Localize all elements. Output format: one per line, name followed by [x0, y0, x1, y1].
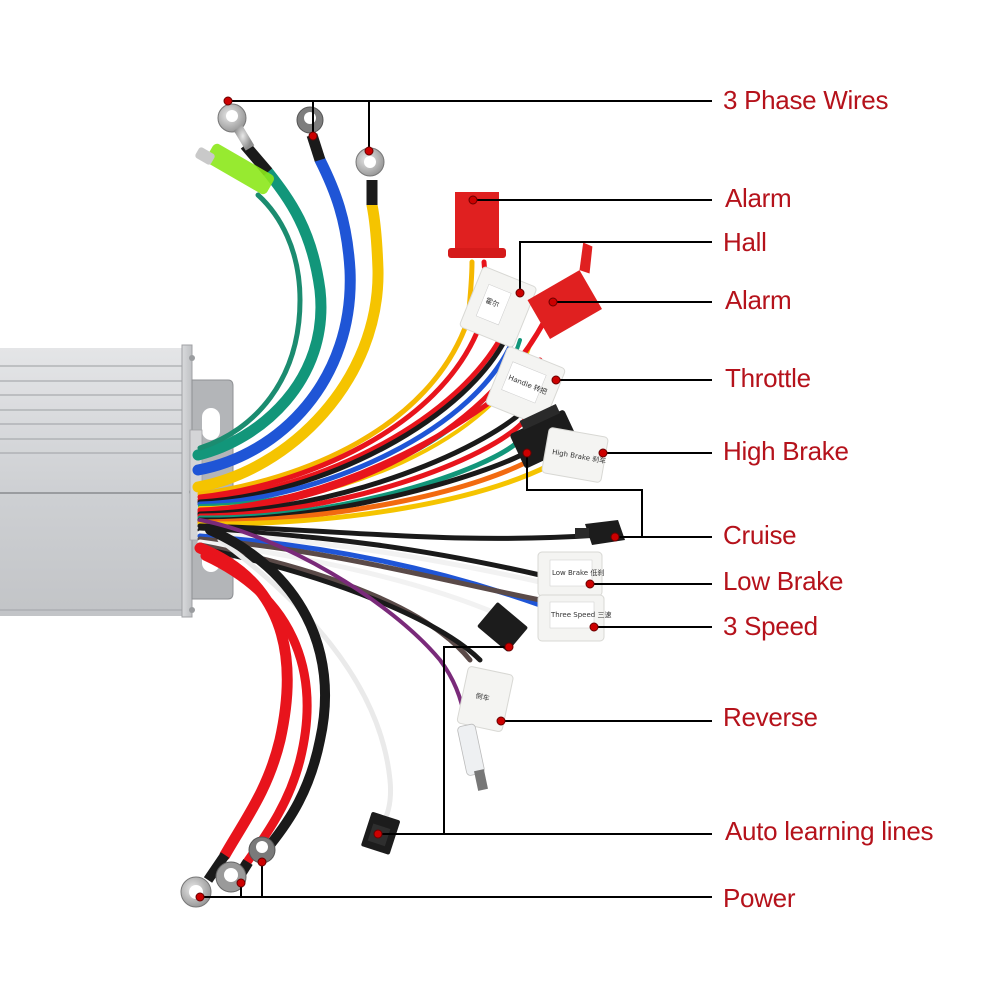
reverse-bullet-terminal [457, 723, 488, 791]
throttle-connector: Handle 转把 [485, 346, 566, 426]
marker-high-brake-black [522, 448, 532, 458]
green-bullet-connector [195, 143, 274, 195]
marker-hall [515, 288, 525, 298]
label-three-speed: 3 Speed [723, 611, 818, 641]
marker-low-brake [585, 579, 595, 589]
label-three-phase-wires: 3 Phase Wires [723, 85, 889, 115]
marker-dots [195, 96, 620, 902]
reverse-connector-tag: 倒车 [475, 691, 491, 703]
phase-wire-blue [192, 154, 356, 476]
three-speed-connector-tag: Three Speed 三速 [550, 611, 611, 619]
power-wire-red-2 [200, 551, 312, 870]
power-wire-black [205, 525, 331, 850]
label-alarm-2: Alarm [725, 285, 792, 315]
marker-three-speed [589, 622, 599, 632]
marker-power-3 [257, 857, 267, 867]
alarm-connector-red-2 [527, 242, 602, 340]
controller-body [0, 344, 234, 618]
marker-reverse [496, 716, 506, 726]
marker-high-brake-white [598, 448, 608, 458]
marker-cruise [610, 532, 620, 542]
phase-lug-green [217, 103, 273, 176]
phase-wire-yellow [192, 199, 384, 493]
label-reverse: Reverse [723, 702, 818, 732]
phase-wire-green-thin [197, 192, 303, 451]
low-brake-connector: Low Brake 低刹 [537, 551, 604, 597]
alarm-connector-red [448, 192, 506, 258]
label-power: Power [723, 883, 796, 913]
power-lug-2 [215, 859, 253, 893]
reverse-wire-purple [198, 518, 467, 722]
marker-throttle [551, 375, 561, 385]
marker-auto-learning-lower [373, 829, 383, 839]
label-auto-learning: Auto learning lines [725, 816, 934, 846]
marker-power-1 [195, 892, 205, 902]
heat-sink-fins [0, 365, 186, 611]
marker-alarm-2 [548, 297, 558, 307]
hall-connector: 霍尔 [459, 266, 537, 348]
leader-hall [519, 241, 712, 293]
marker-phase-1 [223, 96, 233, 106]
marker-alarm-1 [468, 195, 478, 205]
phase-wire-green [192, 166, 327, 461]
label-hall: Hall [723, 227, 767, 257]
leader-auto-learning [378, 646, 712, 835]
label-cruise: Cruise [723, 520, 797, 550]
marker-power-2 [236, 878, 246, 888]
label-alarm-1: Alarm [725, 183, 792, 213]
label-high-brake: High Brake [723, 436, 849, 466]
label-throttle: Throttle [725, 363, 811, 393]
power-lug-1 [180, 852, 230, 908]
marker-phase-3 [364, 146, 374, 156]
low-brake-connector-tag: Low Brake 低刹 [552, 568, 604, 577]
leader-three-phase [228, 100, 712, 150]
wire-bundle [192, 154, 603, 870]
auto-learning-wire-white [217, 537, 393, 828]
reverse-connector: 倒车 [456, 666, 514, 732]
marker-auto-learning-upper [504, 642, 514, 652]
marker-phase-2 [308, 131, 318, 141]
auto-learning-connector-upper [477, 602, 528, 652]
leader-lines [200, 100, 712, 898]
cruise-connector [575, 520, 625, 545]
label-low-brake: Low Brake [723, 566, 844, 596]
phase-lug-yellow [355, 147, 385, 205]
leader-power [200, 862, 712, 898]
high-brake-connector: High Brake 刹车 [541, 427, 609, 483]
three-speed-connector: Three Speed 三速 [537, 594, 611, 642]
